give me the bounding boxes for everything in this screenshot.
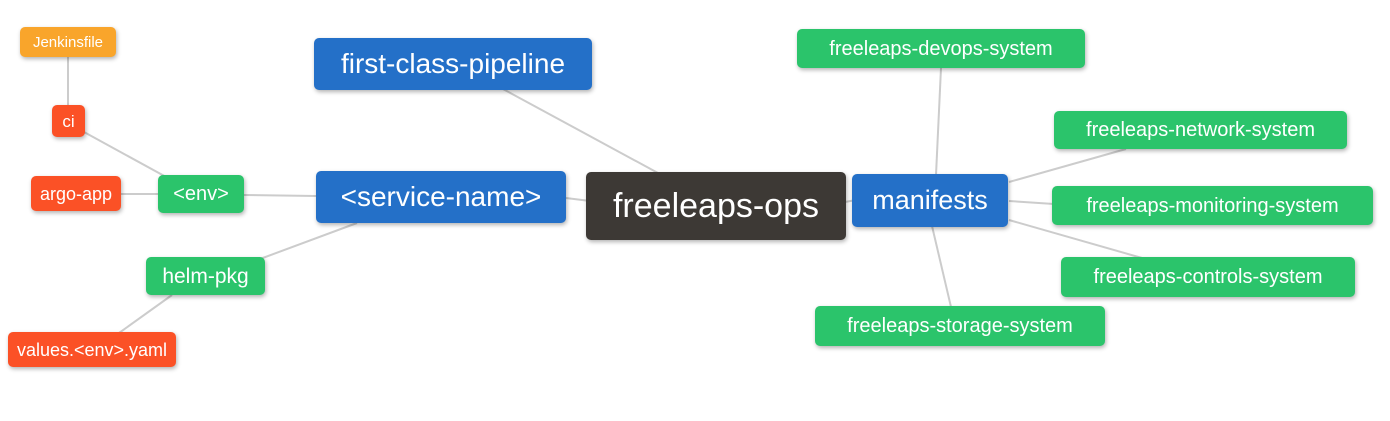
- node-freeleaps-network-system[interactable]: freeleaps-network-system: [1054, 111, 1347, 149]
- edge-manifests-network: [1008, 148, 1127, 183]
- edge-manifests-storage: [931, 225, 952, 308]
- node-freeleaps-devops-system[interactable]: freeleaps-devops-system: [797, 29, 1085, 68]
- edge-manifests-controls: [1008, 219, 1143, 259]
- edge-helm-pkg-values: [118, 294, 173, 334]
- node-service-name[interactable]: <service-name>: [316, 171, 566, 223]
- node-first-class-pipeline[interactable]: first-class-pipeline: [314, 38, 592, 90]
- edge-ci-env: [83, 131, 169, 179]
- node-ci[interactable]: ci: [52, 105, 85, 137]
- node-freeleaps-monitoring-system[interactable]: freeleaps-monitoring-system: [1052, 186, 1373, 225]
- node-helm-pkg[interactable]: helm-pkg: [146, 257, 265, 295]
- node-manifests[interactable]: manifests: [852, 174, 1008, 227]
- edge-manifests-devops: [935, 67, 942, 176]
- edge-env-service-name: [243, 194, 317, 197]
- node-jenkinsfile[interactable]: Jenkinsfile: [20, 27, 116, 57]
- edge-pipeline-freeleaps-ops: [502, 88, 659, 174]
- node-values-env-yaml[interactable]: values.<env>.yaml: [8, 332, 176, 367]
- node-argo-app[interactable]: argo-app: [31, 176, 121, 211]
- node-freeleaps-ops[interactable]: freeleaps-ops: [586, 172, 846, 240]
- node-freeleaps-storage-system[interactable]: freeleaps-storage-system: [815, 306, 1105, 346]
- node-env[interactable]: <env>: [158, 175, 244, 213]
- edge-manifests-monitoring: [1008, 200, 1055, 205]
- edge-service-name-helm-pkg: [259, 222, 358, 260]
- node-freeleaps-controls-system[interactable]: freeleaps-controls-system: [1061, 257, 1355, 297]
